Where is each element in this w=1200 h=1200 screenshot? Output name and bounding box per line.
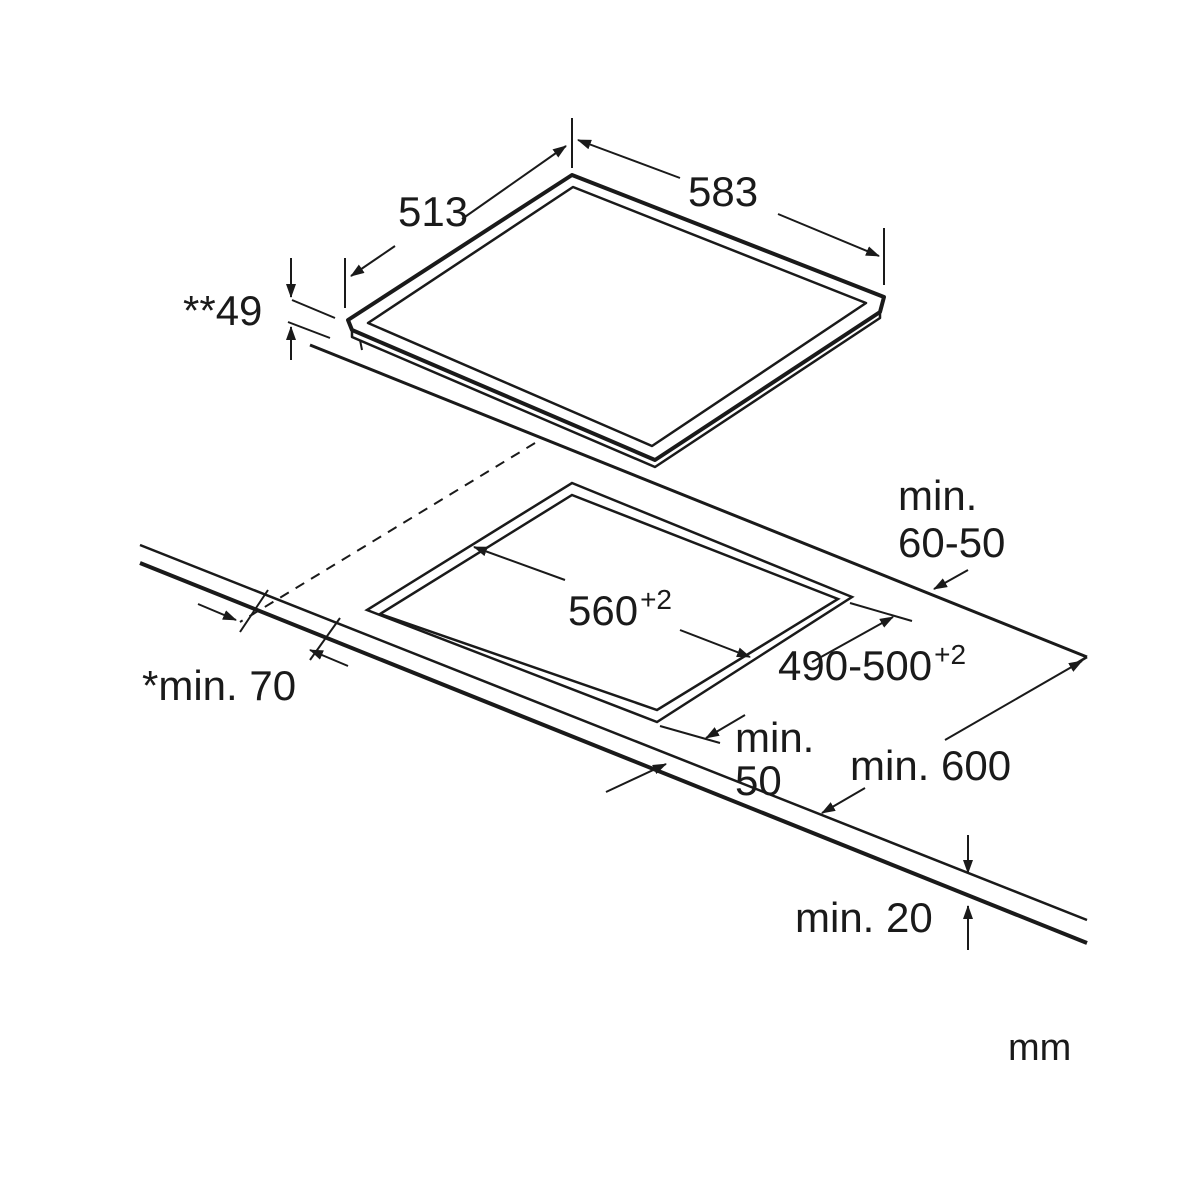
cutout-inner-edge — [377, 493, 841, 712]
unit-label: mm — [1008, 1027, 1071, 1069]
cutout-drawing — [364, 481, 855, 724]
dim-line-513 — [461, 145, 567, 220]
hob-glass-edge — [366, 185, 868, 448]
cutout-outer-edge — [364, 481, 855, 724]
hob-drawing — [346, 173, 886, 469]
rear-clearance-label-2: 60-50 — [898, 519, 1005, 566]
worktop-depth-label: min. 600 — [850, 742, 1011, 789]
hob-depth-label: 513 — [398, 188, 468, 235]
dimension-lines — [197, 118, 1083, 950]
side-clearance-label: *min. 70 — [142, 662, 296, 709]
worktop-back-edge — [309, 343, 1088, 659]
hob-outer-frame — [346, 173, 886, 462]
dim-line-side-right — [309, 649, 349, 667]
hob-side-tick — [359, 339, 363, 351]
hob-width-label: 583 — [688, 168, 758, 215]
dim-line-583 — [577, 139, 681, 179]
dim-line-side-left — [197, 603, 237, 621]
cutout-depth-label: 490-500+2 — [778, 639, 966, 689]
worktop-front-bottom-edge — [139, 561, 1088, 945]
dim-line-560 — [473, 546, 566, 581]
cutout-width-label: 560+2 — [568, 584, 672, 634]
worktop-thickness-label: min. 20 — [795, 894, 933, 941]
front-clearance-label-1: min. — [735, 714, 814, 761]
dim-line-front — [605, 763, 667, 793]
front-clearance-label-2: 50 — [735, 757, 782, 804]
cutout-depth-tolerance: +2 — [934, 639, 966, 670]
worktop-front-top-edge — [139, 543, 1088, 922]
rear-clearance-label-1: min. — [898, 472, 977, 519]
cutout-depth-main: 490-500 — [778, 642, 932, 689]
dim-line-490-500 — [811, 616, 894, 663]
cutout-width-main: 560 — [568, 587, 638, 634]
dim-line-600 — [944, 660, 1083, 741]
hob-height-label: **49 — [183, 287, 262, 334]
hob-underside-edge — [350, 312, 882, 469]
worktop — [139, 343, 1088, 945]
dim-line-rear — [933, 569, 969, 590]
worktop-hidden-edge — [239, 442, 536, 623]
cutout-width-tolerance: +2 — [640, 584, 672, 615]
